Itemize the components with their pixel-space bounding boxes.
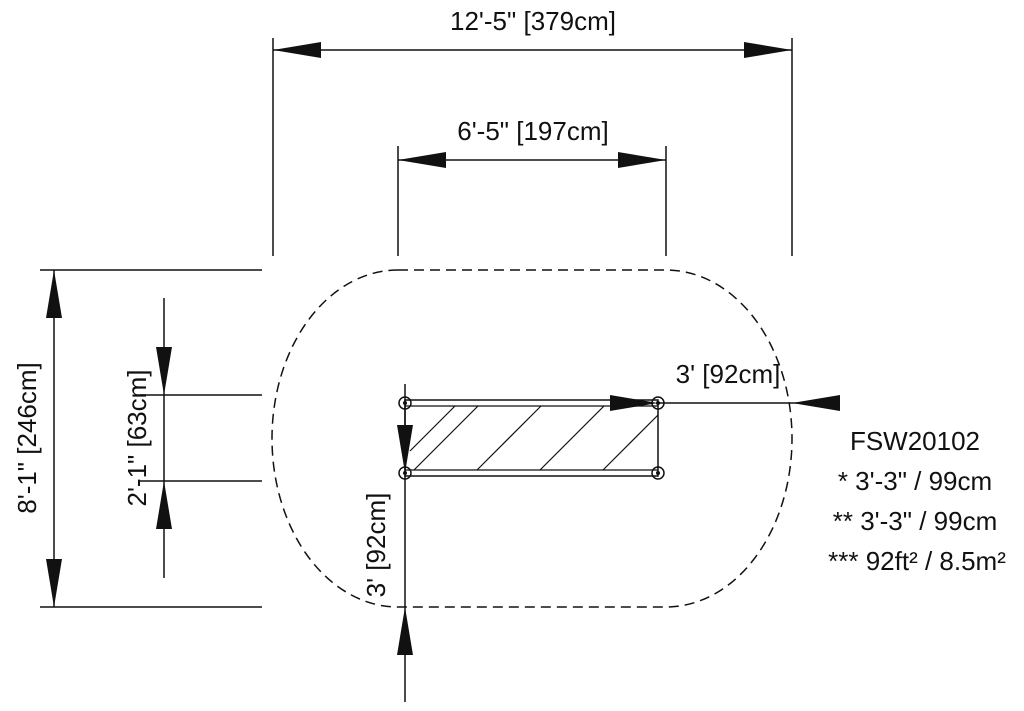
overall-width-dimension: 12'-5" [379cm] [272, 6, 793, 256]
safety-zone-outline [271, 269, 793, 608]
side-clearance-label: 3' [92cm] [676, 359, 781, 389]
unit-depth-dimension: 2'-1" [63cm] [122, 298, 262, 578]
front-clearance-label: 3' [92cm] [361, 493, 391, 598]
side-clearance-dimension: 3' [92cm] [610, 359, 840, 411]
overall-depth-label: 8'-1" [246cm] [12, 362, 42, 513]
unit-width-dimension: 6'-5" [197cm] [397, 116, 667, 256]
front-clearance-dimension: 3' [92cm] [361, 384, 413, 702]
equipment-unit [398, 396, 665, 480]
spec-line-3: *** 92ft² / 8.5m² [828, 546, 1006, 576]
spec-block: FSW20102 * 3'-3" / 99cm ** 3'-3" / 99cm … [828, 426, 1006, 576]
overall-depth-dimension: 8'-1" [246cm] [12, 269, 262, 608]
unit-width-label: 6'-5" [197cm] [457, 116, 608, 146]
spec-line-2: ** 3'-3" / 99cm [833, 506, 997, 536]
model-number: FSW20102 [850, 426, 980, 456]
unit-depth-label: 2'-1" [63cm] [122, 369, 152, 506]
overall-width-label: 12'-5" [379cm] [450, 6, 616, 36]
spec-line-1: * 3'-3" / 99cm [838, 466, 992, 496]
